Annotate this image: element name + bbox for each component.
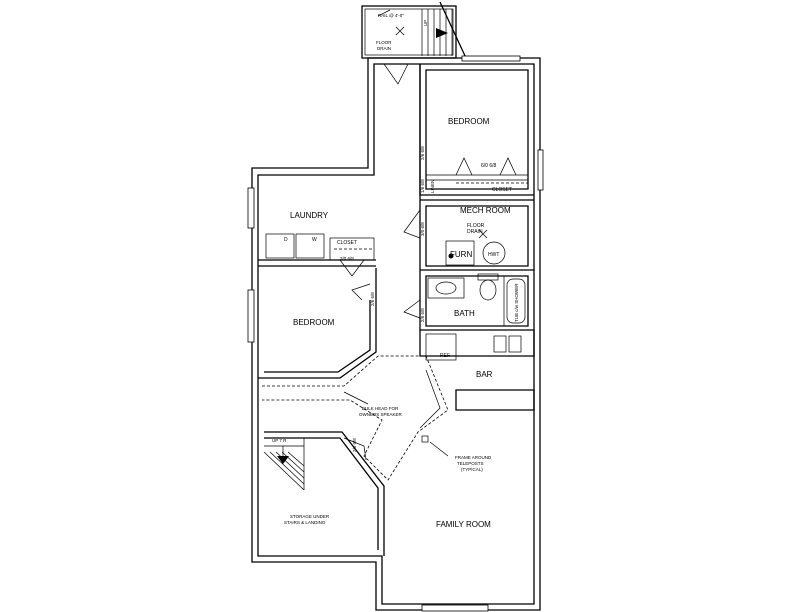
window bbox=[247, 187, 255, 229]
refrigerator bbox=[425, 333, 457, 361]
door-size-label: 2/6 6/8 bbox=[352, 438, 357, 452]
exterior-walls bbox=[251, 57, 541, 611]
bar-sink bbox=[493, 335, 507, 353]
door-size-label: 2/6 6/8 bbox=[420, 308, 425, 322]
door-size-label: 6/0 6/8 bbox=[481, 163, 497, 169]
window bbox=[247, 289, 255, 343]
ref-label: REF bbox=[440, 353, 450, 359]
stairs bbox=[263, 431, 385, 556]
toilet-tank bbox=[477, 273, 499, 281]
water-heater bbox=[482, 241, 506, 265]
bedroom-upper bbox=[419, 64, 534, 196]
room-label-mech: MECH ROOM bbox=[460, 206, 511, 215]
hwt-label: HWT bbox=[488, 252, 499, 258]
bulkhead-label: OWNERS SPEAKER bbox=[359, 412, 403, 417]
floor-drain-icon bbox=[395, 26, 405, 36]
bar-sink bbox=[508, 335, 522, 353]
linen-label: LINEN bbox=[430, 180, 435, 193]
laundry bbox=[258, 233, 376, 277]
room-label-bar: BAR bbox=[476, 370, 493, 379]
room-label-laundry: LAUNDRY bbox=[290, 211, 329, 220]
toilet bbox=[479, 279, 497, 301]
door-size-label: 2/6 6/8 bbox=[370, 292, 375, 306]
door-size-label: 3/0 6/8 bbox=[420, 222, 425, 236]
stair-arrow-icon bbox=[436, 28, 448, 38]
telepost-label: TELEPOSTS bbox=[457, 461, 484, 466]
washer bbox=[295, 233, 325, 259]
room-label-bedroom: BEDROOM bbox=[293, 318, 335, 327]
window bbox=[537, 149, 544, 191]
bulkhead bbox=[262, 355, 449, 481]
floor-drain-label: DRAIN bbox=[377, 46, 391, 51]
stair-arrow-icon bbox=[277, 456, 289, 464]
floor-drain-label: FLOOR bbox=[467, 223, 485, 229]
door-swing bbox=[383, 63, 409, 85]
closet-label: CLOSET bbox=[337, 240, 357, 246]
up-label: UP 7 R bbox=[272, 438, 287, 443]
furnace bbox=[445, 240, 475, 266]
closet bbox=[329, 237, 375, 261]
telepost-label: FRAME AROUND bbox=[455, 455, 492, 460]
storage-label: STORAGE UNDER bbox=[290, 514, 330, 519]
room-label-bath: BATH bbox=[454, 309, 475, 318]
up-label: UP bbox=[423, 20, 428, 26]
dryer-label: D bbox=[284, 237, 288, 243]
bar bbox=[419, 329, 535, 411]
storage-label: STAIRS & LANDING bbox=[284, 520, 326, 525]
bulkhead-label: BULK HEAD FOR bbox=[362, 406, 399, 411]
window bbox=[421, 604, 489, 612]
floor-drain-label: DRAIN bbox=[467, 229, 483, 235]
floor-drain-icon bbox=[478, 229, 488, 239]
door-size-label: 1/6 6/8 bbox=[420, 179, 425, 193]
furnace-label: FURN bbox=[450, 250, 472, 259]
sink bbox=[435, 281, 457, 295]
vanity bbox=[427, 277, 465, 299]
door-size-label: 3/0 6/8 bbox=[340, 256, 354, 261]
mech-room bbox=[403, 199, 534, 267]
dryer bbox=[265, 233, 295, 259]
telepost-frame bbox=[421, 435, 429, 443]
rail-label: RAIL @ 4'-0" bbox=[378, 13, 404, 18]
window bbox=[461, 55, 521, 62]
closet-label: CLOSET bbox=[492, 187, 512, 193]
floor-drain-icon bbox=[448, 253, 454, 259]
bedroom-lower bbox=[258, 268, 377, 379]
bath bbox=[403, 269, 534, 327]
tub bbox=[503, 275, 529, 327]
room-label-family: FAMILY ROOM bbox=[436, 520, 491, 529]
telepost-label: (TYPICAL) bbox=[461, 467, 483, 472]
room-label-bedroom: BEDROOM bbox=[448, 117, 490, 126]
washer-label: W bbox=[312, 237, 317, 243]
door-size-label: 2/6 6/8 bbox=[420, 146, 425, 160]
floor-drain-label: FLOOR bbox=[376, 40, 392, 45]
tub-label: TUB c/w SHOWER bbox=[514, 283, 519, 322]
